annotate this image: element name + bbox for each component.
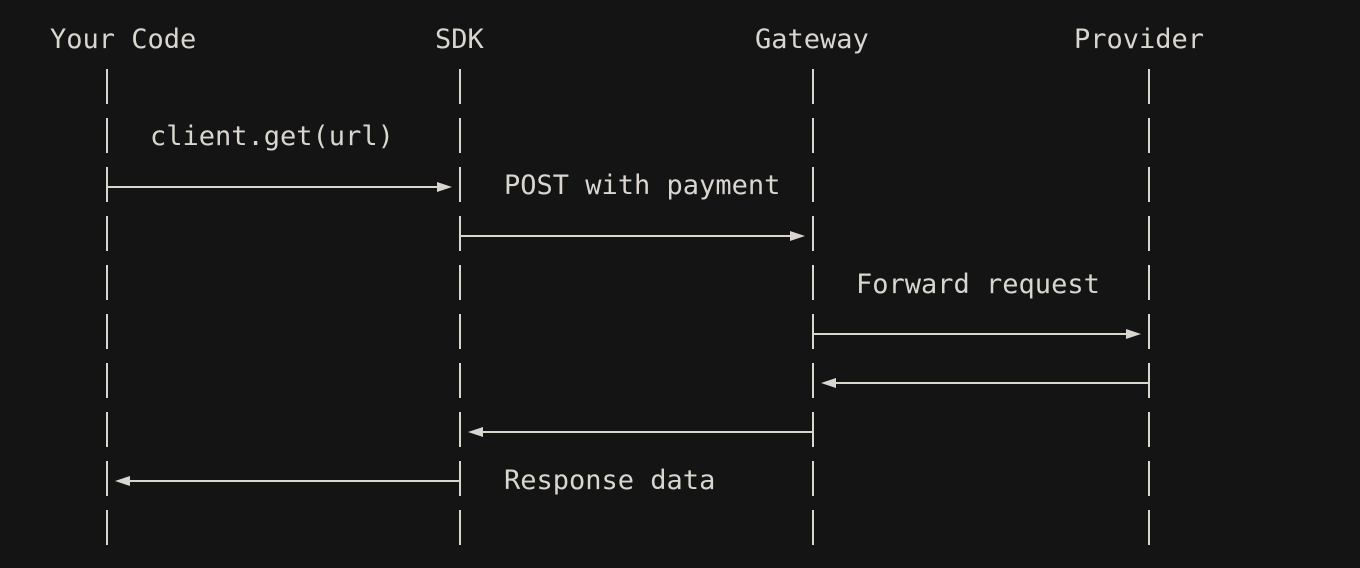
participant-provider: Provider — [1074, 24, 1204, 55]
message-arrow-code-to-sdk — [107, 182, 452, 192]
arrow-head — [468, 427, 483, 437]
message-label-response-data: Response data — [504, 465, 715, 496]
participant-your-code: Your Code — [50, 24, 196, 55]
arrow-head — [1126, 329, 1141, 339]
message-arrow-gateway-to-provider — [813, 329, 1141, 339]
message-arrow-gateway-to-sdk — [468, 427, 813, 437]
arrow-head — [115, 476, 130, 486]
message-label-post-with-payment: POST with payment — [504, 170, 780, 201]
message-arrow-sdk-to-gateway — [460, 231, 805, 241]
message-label-forward-request: Forward request — [856, 269, 1100, 300]
message-arrow-provider-to-gateway — [821, 378, 1149, 388]
lifelines-group — [106, 69, 1150, 546]
message-label-client-get: client.get(url) — [150, 121, 394, 152]
arrows-group — [107, 182, 1149, 486]
participant-sdk: SDK — [435, 24, 485, 55]
message-arrow-sdk-to-code — [115, 476, 460, 486]
arrow-head — [790, 231, 805, 241]
arrow-head — [821, 378, 836, 388]
participant-gateway: Gateway — [755, 24, 869, 55]
arrow-head — [437, 182, 452, 192]
